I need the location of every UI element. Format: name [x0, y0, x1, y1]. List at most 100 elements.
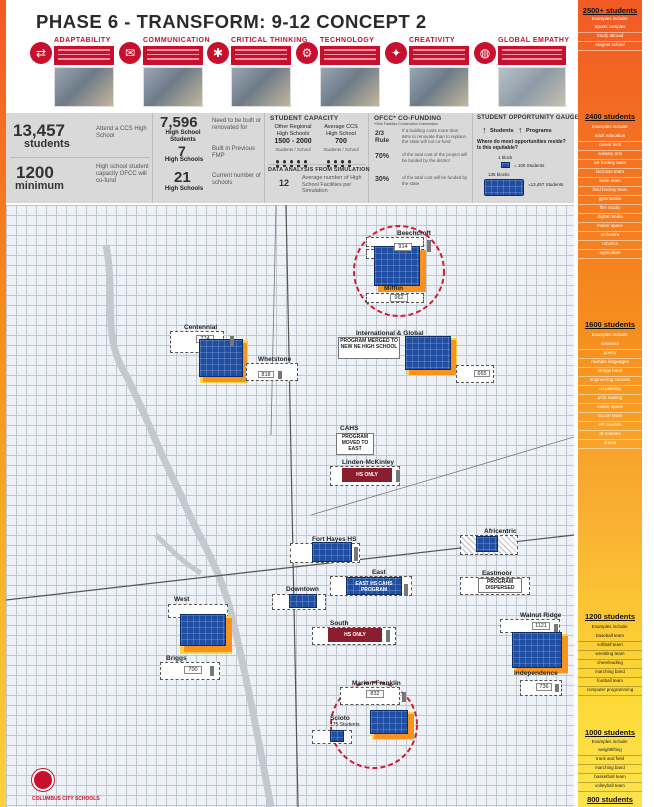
capacity-bar: [354, 547, 358, 561]
simulation-header: DATA ANALYSIS FROM SIMULATION: [268, 167, 370, 173]
capacity-number: 700: [184, 666, 202, 674]
scale-subheading: Examples include:: [591, 124, 629, 129]
gauge-students-label: Students: [490, 128, 514, 134]
scale-item: marching band: [578, 764, 642, 774]
concept-description: [54, 46, 114, 65]
scale-item: football team: [578, 677, 642, 687]
capacity-left-unit: Students / School: [275, 147, 311, 152]
school-label-south: South: [330, 620, 349, 627]
concept-name: TECHNOLOGY: [320, 37, 375, 44]
scale-item: print making: [578, 394, 642, 404]
scale-subheading: Examples include:: [591, 16, 629, 21]
school-label-eastmoor: Eastmoor: [482, 570, 512, 577]
scale-item: strings band: [578, 367, 642, 377]
scale-item: field hockey team: [578, 186, 642, 196]
ofcc-state-key: 30%: [375, 176, 390, 183]
school-building-fort-hayes[interactable]: [312, 542, 352, 562]
capacity-number: 736: [536, 683, 552, 691]
simulation-label: Average number of High School Facilities…: [302, 175, 362, 194]
capacity-number: 832: [366, 690, 384, 698]
school-building-international[interactable]: [405, 336, 451, 370]
school-building-marion-franklin[interactable]: [370, 710, 408, 734]
gauge-total: =13,457 Students: [528, 182, 564, 187]
capacity-right-value: 700: [335, 138, 347, 145]
gauge-question: Where do most opportunities reside? Is t…: [477, 139, 566, 151]
concept-name: GLOBAL EMPATHY: [498, 37, 570, 44]
school-label-east: East: [372, 569, 386, 576]
globe-icon: ◍: [474, 42, 496, 64]
scale-item: Sports complex: [578, 23, 642, 33]
current-label: Current number of schools: [212, 173, 261, 186]
river-branch: [154, 533, 203, 576]
scale-item: basketball team: [578, 773, 642, 783]
concept-description: [409, 46, 469, 65]
capacity-number: 665: [474, 370, 490, 377]
scale-item: digital media: [578, 213, 642, 223]
school-building-walnut-ridge[interactable]: [512, 632, 562, 668]
scale-heading: 1200 students: [584, 612, 636, 621]
capacity-right-title: Average CCS High School: [324, 124, 358, 137]
district-map: [6, 205, 574, 807]
capacity-left-value: 1500 - 2000: [274, 138, 312, 145]
concept-photo: [498, 67, 566, 107]
capacity-bar: [210, 666, 214, 676]
previous-sub: High Schools: [164, 157, 204, 163]
scale-item: adult education: [578, 132, 642, 142]
school-label-international-global: International & Global: [356, 330, 424, 337]
capacity-left-title: Other Regional High Schools: [274, 124, 312, 137]
concept-description: [320, 46, 380, 65]
school-label-whetstone: Whetstone: [258, 356, 292, 363]
scale-subheading: Examples include:: [591, 624, 629, 629]
school-building-beechcroft[interactable]: [374, 246, 420, 286]
school-label-africentric: Africentric: [484, 528, 517, 535]
scale-item: robotics: [578, 240, 642, 250]
ofcc-district-key: 70%: [375, 153, 390, 160]
program-note: PROGRAM DISPERSED: [478, 578, 522, 593]
school-building-africentric[interactable]: [476, 536, 498, 552]
school-building-downtown[interactable]: [289, 594, 317, 608]
ofcc-subheader: *Ohio Facilities Construction Commission: [374, 122, 439, 126]
scale-heading: 2500+ students: [582, 6, 638, 15]
circuit-icon: ⚙: [296, 42, 318, 64]
capacity-bar: [278, 371, 282, 379]
scale-item: multiple languages: [578, 358, 642, 368]
scale-item: marching band: [578, 668, 642, 678]
capacity-bar: [386, 630, 390, 642]
capacity-number: 914: [394, 243, 412, 251]
capacity-bar: [555, 684, 559, 692]
concept-technology: ⚙ TECHNOLOGY: [296, 35, 380, 109]
students-count: 13,457: [13, 121, 65, 140]
page-title: PHASE 6 - TRANSFORM: 9-12 CONCEPT 2: [36, 11, 427, 32]
concept-photo: [143, 67, 203, 107]
program-note: HS ONLY: [342, 468, 392, 482]
scale-item: computer programming: [578, 686, 642, 696]
capacity-bar: [404, 584, 408, 596]
scale-item: swim team: [578, 177, 642, 187]
scale-item: maker space: [578, 222, 642, 232]
gauge-programs-label: Programs: [526, 128, 552, 134]
scale-subheading: Examples include:: [591, 332, 629, 337]
arrows-icon: ⇄: [30, 42, 52, 64]
scale-item: softball team: [578, 641, 642, 651]
capacity-right-unit: Students / School: [323, 147, 359, 152]
gauge-block-equation: = 100 Students: [514, 163, 545, 168]
scale-item: Magnet school: [578, 41, 642, 51]
capacity-bar: [554, 624, 558, 632]
school-building-west[interactable]: [180, 614, 226, 646]
previous-label: Built in Previous FMP: [212, 146, 256, 159]
opportunity-scale: 2500+ students Examples include: Sports …: [578, 0, 642, 807]
concept-global-empathy: ◍ GLOBAL EMPATHY: [474, 35, 570, 109]
ofcc-state-text: of the total cost will be funded by the …: [402, 175, 468, 186]
school-label-west: West: [174, 596, 190, 603]
ofcc-district-text: of the total cost of the project will be…: [402, 152, 468, 163]
school-label-briggs: Briggs: [166, 655, 187, 662]
concept-photo: [409, 67, 469, 107]
capacity-bar: [230, 336, 234, 346]
highway-north-south: [285, 205, 299, 807]
scale-item: weightlifting: [578, 746, 642, 756]
divider: [10, 157, 150, 158]
school-building-centennial[interactable]: [199, 339, 243, 377]
school-building-scioto[interactable]: [330, 730, 344, 742]
divider: [472, 113, 473, 203]
concept-description: [498, 46, 566, 65]
